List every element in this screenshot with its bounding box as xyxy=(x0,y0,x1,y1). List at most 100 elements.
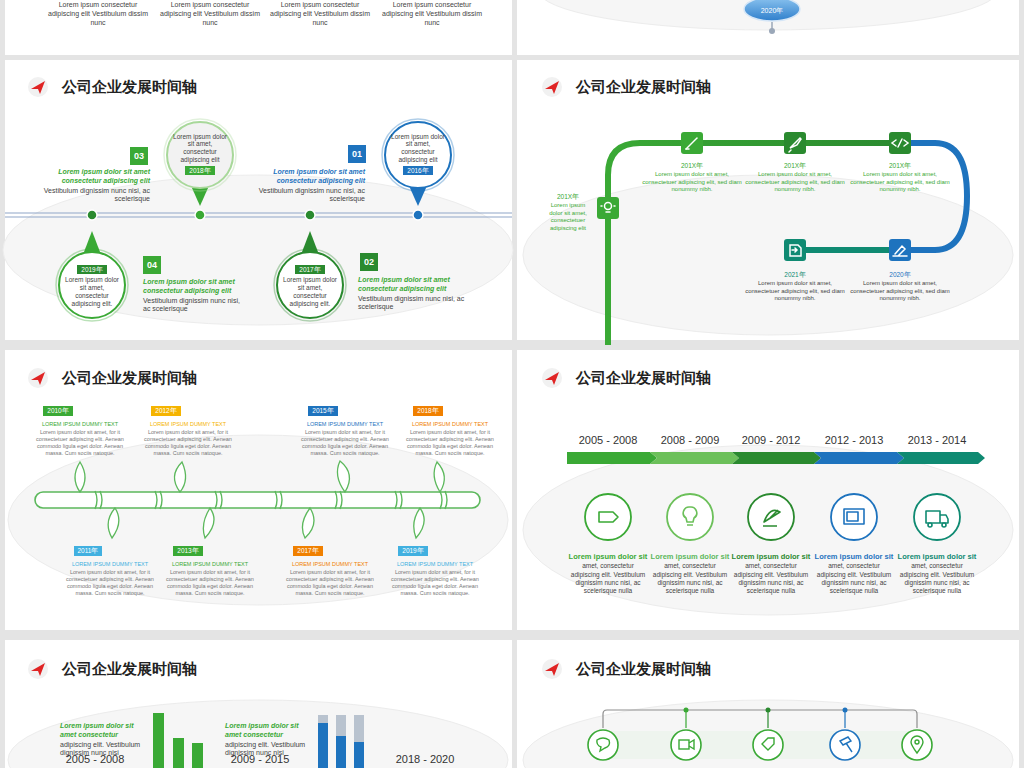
year-tag: 2012年 xyxy=(151,406,180,417)
entry-text: Vestibulum dignissim nunc nisi, ac scele… xyxy=(358,295,468,313)
bubble-ring xyxy=(164,119,236,191)
entry-text: Lorem ipsum consectetur adipiscing elit … xyxy=(382,1,482,27)
year-tag: 2016年 xyxy=(403,166,432,176)
year-tag: 2017年 xyxy=(293,546,322,557)
year-tag: 2015年 xyxy=(308,406,337,417)
period-label: 2008 - 2009 xyxy=(650,434,730,448)
entry-text: Vestibulum dignissim nunc nisi, ac scele… xyxy=(143,297,243,315)
entry-text: amet, consectetur adipiscing elit. Vesti… xyxy=(897,562,977,595)
year-tag: 2019年 xyxy=(77,265,106,275)
entry-text: LOREM IPSUM DUMMY TEXT xyxy=(164,561,256,568)
year-tag: 2013年 xyxy=(173,546,202,557)
entry-heading: Lorem ipsum dolor sit amet consectetur a… xyxy=(257,168,365,186)
year-tag: 2018年 xyxy=(185,166,214,176)
callout-number: 01 xyxy=(348,145,366,163)
entry-text: Lorem ipsum dolor sit amet, consectetuer… xyxy=(745,280,845,303)
year-text: 2020年 xyxy=(761,7,784,15)
year-tag: 2018年 xyxy=(413,406,442,417)
slide-title: 公司企业发展时间轴 xyxy=(62,78,322,97)
entry-text: Lorem ipsum dolor sit amet, for it conse… xyxy=(64,569,156,597)
entry-text: 2021年 xyxy=(745,271,845,279)
period-label: 2009 - 2015 xyxy=(215,753,305,767)
year-text: 2010年 xyxy=(47,407,68,415)
entry-text: LOREM IPSUM DUMMY TEXT xyxy=(34,421,126,428)
entry-text: Lorem ipsum consectetur adipiscing elit … xyxy=(160,1,260,27)
slide-title: 公司企业发展时间轴 xyxy=(576,78,836,97)
entry-text: LOREM IPSUM DUMMY TEXT xyxy=(64,561,156,568)
entry-text: Lorem ipsum dolor sit amet, consectetuer… xyxy=(544,202,592,232)
entry-text: LOREM IPSUM DUMMY TEXT xyxy=(299,421,391,428)
year-text: 2013年 xyxy=(177,547,198,555)
year-text: 2011年 xyxy=(78,547,99,555)
slide-title: 公司企业发展时间轴 xyxy=(62,369,322,388)
number-text: 04 xyxy=(147,260,157,271)
year-text: 2019年 xyxy=(402,547,423,555)
entry-text: Lorem ipsum dolor sit amet, for it conse… xyxy=(299,429,391,457)
entry-text: amet, consectetur adipiscing elit. Vesti… xyxy=(650,562,730,595)
bubble-text: Lorem ipsum dolor sit amet, consectetur … xyxy=(173,133,227,164)
bubble-ring xyxy=(382,119,454,191)
entry-text: Lorem ipsum consectetur adipiscing elit … xyxy=(48,1,148,27)
entry-text: Lorem ipsum consectetur adipiscing elit … xyxy=(270,1,370,27)
entry-text: 201X年 xyxy=(544,193,592,201)
bubble-disc xyxy=(385,122,451,188)
bubble-disc xyxy=(277,252,343,318)
callout-number: 04 xyxy=(143,256,161,274)
period-label: 2005 - 2008 xyxy=(568,434,648,448)
entry-text: Lorem ipsum dolor sit amet, for it conse… xyxy=(34,429,126,457)
entry-heading: Lorem ipsum dolor sit xyxy=(650,552,730,561)
timeline-bubble: Lorem ipsum dolor sit amet, consectetur … xyxy=(381,118,455,192)
entry-text: 201X年 xyxy=(745,162,845,170)
timeline-bubble: 2017年Lorem ipsum dolor sit amet, consect… xyxy=(273,248,347,322)
entry-heading: Lorem ipsum dolor sit amet consectetur a… xyxy=(42,168,150,186)
bubble-text: Lorem ipsum dolor sit amet, consectetur … xyxy=(283,276,337,307)
entry-text: amet, consectetur adipiscing elit. Vesti… xyxy=(814,562,894,595)
entry-text: Lorem ipsum dolor sit amet, for it conse… xyxy=(164,569,256,597)
entry-text: LOREM IPSUM DUMMY TEXT xyxy=(142,421,234,428)
bubble-text: Lorem ipsum dolor sit amet, consectetur … xyxy=(391,133,445,164)
entry-text: amet, consectetur adipiscing elit. Vesti… xyxy=(731,562,811,595)
bubble-shape xyxy=(744,0,800,21)
entry-text: Lorem ipsum dolor sit amet, consectetuer… xyxy=(745,171,845,194)
entry-text: 201X年 xyxy=(850,162,950,170)
slide-title: 公司企业发展时间轴 xyxy=(576,369,836,388)
period-label: 2005 - 2008 xyxy=(50,753,140,767)
slide-title: 公司企业发展时间轴 xyxy=(576,660,836,679)
callout-number: 02 xyxy=(360,253,378,271)
year-text: 2018年 xyxy=(417,407,438,415)
period-label: 2018 - 2020 xyxy=(380,753,470,767)
period-label: 2013 - 2014 xyxy=(897,434,977,448)
period-label: 2009 - 2012 xyxy=(731,434,811,448)
entry-heading: Lorem ipsum dolor sit xyxy=(897,552,977,561)
entry-text: Lorem ipsum dolor sit amet, for it conse… xyxy=(389,569,481,597)
year-bubble: 2020年 xyxy=(743,0,801,22)
entry-heading: Lorem ipsum dolor sit amet consectetur xyxy=(60,722,142,740)
bubble-disc xyxy=(59,252,125,318)
number-text: 03 xyxy=(134,151,144,162)
entry-text: 2020年 xyxy=(850,271,950,279)
callout-number: 03 xyxy=(130,147,148,165)
number-text: 02 xyxy=(364,257,374,268)
entry-heading: Lorem ipsum dolor sit amet consectetur xyxy=(225,722,307,740)
entry-text: Lorem ipsum dolor sit amet, for it conse… xyxy=(142,429,234,457)
timeline-bubble: 2019年Lorem ipsum dolor sit amet, consect… xyxy=(55,248,129,322)
bubble-disc xyxy=(167,122,233,188)
entry-text: LOREM IPSUM DUMMY TEXT xyxy=(389,561,481,568)
bubble-text: Lorem ipsum dolor sit amet, consectetur … xyxy=(65,276,119,307)
year-tag: 2010年 xyxy=(43,406,72,417)
bubble-ring xyxy=(56,249,128,321)
timeline-bubble: Lorem ipsum dolor sit amet, consectetur … xyxy=(163,118,237,192)
year-tag: 2019年 xyxy=(398,546,427,557)
entry-text: Vestibulum dignissim nunc nisi, ac scele… xyxy=(257,187,365,205)
entry-text: Lorem ipsum dolor sit amet, consectetuer… xyxy=(642,171,742,194)
entry-text: amet, consectetur adipiscing elit. Vesti… xyxy=(568,562,648,595)
year-text: 2015年 xyxy=(312,407,333,415)
entry-heading: Lorem ipsum dolor sit amet consectetur a… xyxy=(358,276,468,294)
entry-text: LOREM IPSUM DUMMY TEXT xyxy=(284,561,376,568)
entry-text: Lorem ipsum dolor sit amet, consectetuer… xyxy=(850,171,950,194)
year-text: 2012年 xyxy=(155,407,176,415)
slide-title: 公司企业发展时间轴 xyxy=(62,660,322,679)
entry-text: LOREM IPSUM DUMMY TEXT xyxy=(404,421,496,428)
period-label: 2012 - 2013 xyxy=(814,434,894,448)
entry-text: Vestibulum dignissim nunc nisi, ac scele… xyxy=(42,187,150,205)
